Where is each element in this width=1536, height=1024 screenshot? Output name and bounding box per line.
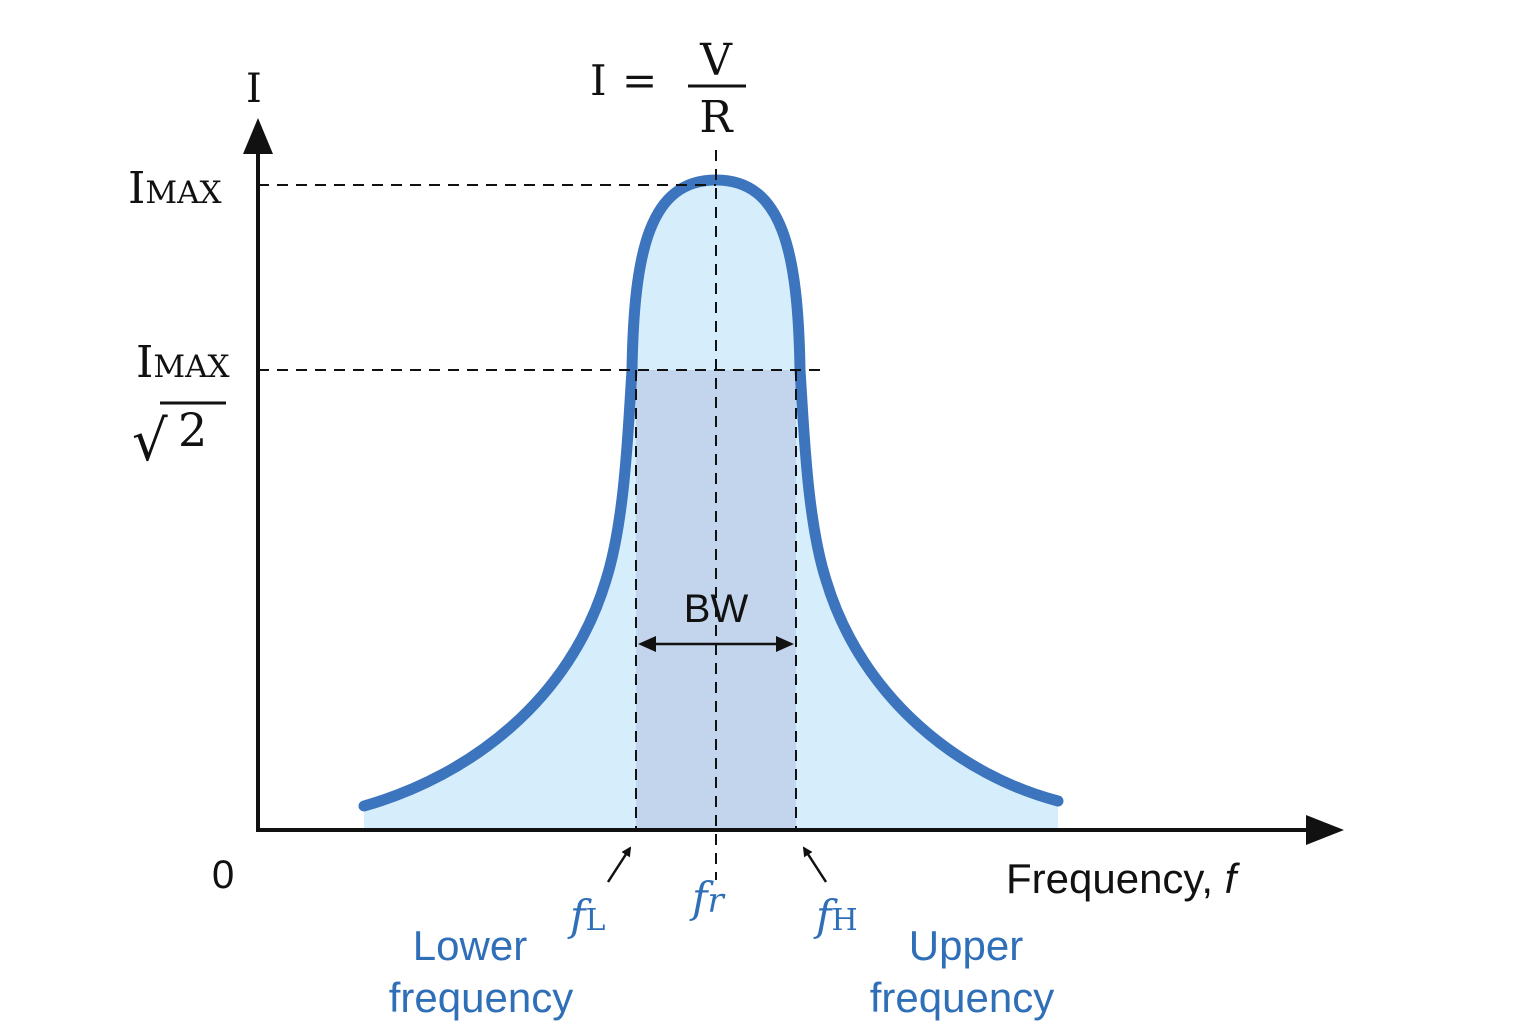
bandwidth-band bbox=[636, 370, 796, 830]
y-axis-arrowhead bbox=[243, 118, 273, 154]
y-axis-label: I bbox=[246, 66, 262, 112]
upper-frequency-caption-line1: Upper bbox=[909, 922, 1023, 969]
origin-label: 0 bbox=[212, 853, 234, 897]
ohms-law-formula: I = V R bbox=[590, 35, 746, 143]
lower-frequency-caption-line2: frequency bbox=[389, 974, 573, 1021]
resonance-curve bbox=[358, 174, 1064, 812]
imax-label: IMAX bbox=[128, 163, 222, 214]
bandwidth-arrow bbox=[638, 636, 794, 652]
f-high-label: fH bbox=[813, 891, 858, 940]
lower-frequency-caption-line1: Lower bbox=[413, 922, 527, 969]
formula-numerator: V bbox=[699, 35, 733, 86]
formula-equals: = bbox=[622, 56, 657, 105]
svg-text:IMAX: IMAX bbox=[136, 337, 230, 388]
half-power-label: IMAX √ 2 bbox=[132, 337, 230, 474]
sqrt-radicand: 2 bbox=[178, 403, 207, 457]
x-axis-label: Frequency, f bbox=[1006, 855, 1241, 902]
formula-lhs: I bbox=[590, 56, 607, 105]
f-low-pointer-arrow bbox=[606, 846, 632, 883]
f-res-label: fr bbox=[689, 873, 726, 922]
f-high-pointer-arrow bbox=[802, 846, 828, 883]
sqrt-radical: √ bbox=[132, 409, 168, 474]
bandwidth-label: BW bbox=[684, 587, 749, 631]
f-low-label: fL bbox=[567, 891, 606, 940]
x-axis-arrowhead bbox=[1306, 815, 1344, 845]
upper-frequency-caption-line2: frequency bbox=[870, 974, 1054, 1021]
formula-denominator: R bbox=[699, 92, 734, 143]
